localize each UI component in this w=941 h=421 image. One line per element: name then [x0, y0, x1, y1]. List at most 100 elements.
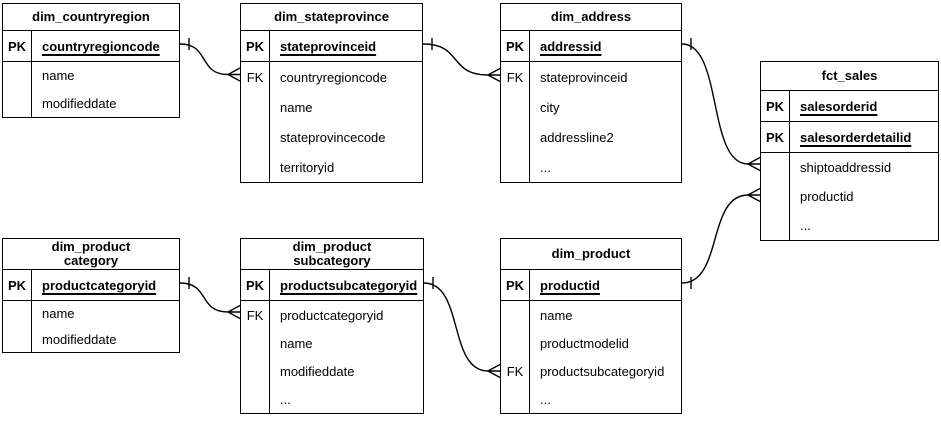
tag-cell — [761, 182, 790, 211]
tag-cell — [761, 211, 790, 240]
column-row: territoryid — [241, 152, 422, 182]
column-row: FK productcategoryid — [241, 301, 423, 329]
table-dim-countryregion[interactable]: dim_countryregion PK countryregioncode n… — [2, 3, 180, 118]
pk-column-name: productcategoryid — [42, 277, 157, 293]
pk-label: PK — [241, 270, 270, 300]
tag-cell — [241, 92, 270, 122]
tag-cell — [241, 329, 270, 357]
column-list: FK stateprovinceid city addressline2 ... — [501, 62, 681, 182]
column-name: modifieddate — [42, 95, 117, 111]
table-title: dim_stateprovince — [241, 4, 422, 31]
column-row: city — [501, 92, 681, 122]
column-name: shiptoaddressid — [800, 160, 892, 175]
column-name: name — [42, 306, 75, 322]
pk-column-name: salesorderid — [800, 98, 878, 114]
crow-foot-icon — [747, 156, 761, 172]
table-title: dim_address — [501, 4, 681, 31]
relationship-productsubcategory-product[interactable] — [423, 277, 501, 379]
column-row: FK productsubcategoryid — [501, 357, 681, 385]
key-row: PK salesorderdetailid — [761, 122, 938, 153]
tag-cell — [501, 122, 530, 152]
tag-cell — [501, 92, 530, 122]
column-name: productid — [800, 189, 854, 204]
table-dim-address[interactable]: dim_address PK addressid FK stateprovinc… — [500, 3, 682, 183]
key-row: PK productid — [501, 270, 681, 301]
column-name: productsubcategoryid — [540, 363, 665, 379]
column-row: productid — [761, 182, 938, 211]
tag-cell — [241, 152, 270, 182]
tag-cell — [501, 152, 530, 182]
relationship-address-fctsales[interactable] — [681, 38, 761, 172]
fk-label: FK — [501, 357, 530, 385]
column-name: name — [540, 307, 573, 323]
fk-label: FK — [241, 62, 270, 92]
relationship-product-fctsales[interactable] — [681, 187, 761, 290]
column-name: modifieddate — [280, 363, 355, 379]
column-list: name modifieddate — [3, 301, 179, 352]
pk-label: PK — [501, 270, 530, 300]
key-row: PK productcategoryid — [3, 270, 179, 301]
table-dim-stateprovince[interactable]: dim_stateprovince PK stateprovinceid FK … — [240, 3, 423, 183]
column-row: ... — [501, 152, 681, 182]
column-row: name — [241, 92, 422, 122]
table-title: dim_product — [501, 239, 681, 270]
pk-label: PK — [3, 31, 32, 61]
column-row: ... — [241, 385, 423, 413]
column-list: FK countryregioncode name stateprovincec… — [241, 62, 422, 182]
column-name: name — [280, 99, 313, 115]
key-row: PK countryregioncode — [3, 31, 179, 62]
tag-cell — [3, 301, 32, 327]
pk-column-name: salesorderdetailid — [800, 129, 912, 145]
tag-cell — [501, 385, 530, 413]
relationship-countryregion-stateprovince[interactable] — [179, 38, 241, 82]
tag-cell — [3, 62, 32, 90]
pk-column-name: productid — [540, 277, 600, 293]
column-row: modifieddate — [3, 326, 179, 352]
column-name: stateprovincecode — [280, 129, 386, 145]
column-name: name — [42, 68, 75, 84]
column-row: name — [241, 329, 423, 357]
relationship-productcategory-productsubcategory[interactable] — [179, 277, 241, 320]
column-name: ... — [540, 159, 551, 175]
tag-cell — [241, 385, 270, 413]
key-row: PK addressid — [501, 31, 681, 62]
table-dim-productcategory[interactable]: dim_product category PK productcategoryi… — [2, 238, 180, 353]
fk-label: FK — [501, 62, 530, 92]
pk-column-name: addressid — [540, 38, 602, 54]
column-name: city — [540, 99, 560, 115]
column-name: ... — [280, 391, 291, 407]
pk-column-name: stateprovinceid — [280, 38, 377, 54]
column-list: shiptoaddressid productid ... — [761, 153, 938, 240]
relationship-stateprovince-address[interactable] — [422, 38, 501, 83]
column-row: FK stateprovinceid — [501, 62, 681, 92]
key-row: PK productsubcategoryid — [241, 270, 423, 301]
column-row: modifieddate — [241, 357, 423, 385]
table-dim-product[interactable]: dim_product PK productid name productmod… — [500, 238, 682, 414]
column-name: productcategoryid — [280, 307, 384, 323]
tag-cell — [761, 153, 790, 182]
column-row: name — [3, 301, 179, 327]
column-name: name — [280, 335, 313, 351]
pk-column-name: countryregioncode — [42, 38, 160, 54]
key-row: PK stateprovinceid — [241, 31, 422, 62]
column-row: addressline2 — [501, 122, 681, 152]
table-fct-sales[interactable]: fct_sales PK salesorderid PK salesorderd… — [760, 61, 939, 241]
column-row: name — [501, 301, 681, 329]
crow-foot-icon — [487, 67, 501, 83]
column-row: ... — [501, 385, 681, 413]
tag-cell — [501, 301, 530, 329]
table-title: dim_product subcategory — [241, 239, 423, 270]
pk-column-name: productsubcategoryid — [280, 277, 418, 293]
column-row: productmodelid — [501, 329, 681, 357]
column-list: FK productcategoryid name modifieddate .… — [241, 301, 423, 413]
column-list: name modifieddate — [3, 62, 179, 117]
key-row: PK salesorderid — [761, 91, 938, 122]
crow-foot-icon — [227, 67, 241, 82]
column-row: FK countryregioncode — [241, 62, 422, 92]
crow-foot-icon — [487, 363, 501, 379]
column-name: addressline2 — [540, 129, 614, 145]
tag-cell — [501, 329, 530, 357]
table-dim-productsubcategory[interactable]: dim_product subcategory PK productsubcat… — [240, 238, 424, 414]
